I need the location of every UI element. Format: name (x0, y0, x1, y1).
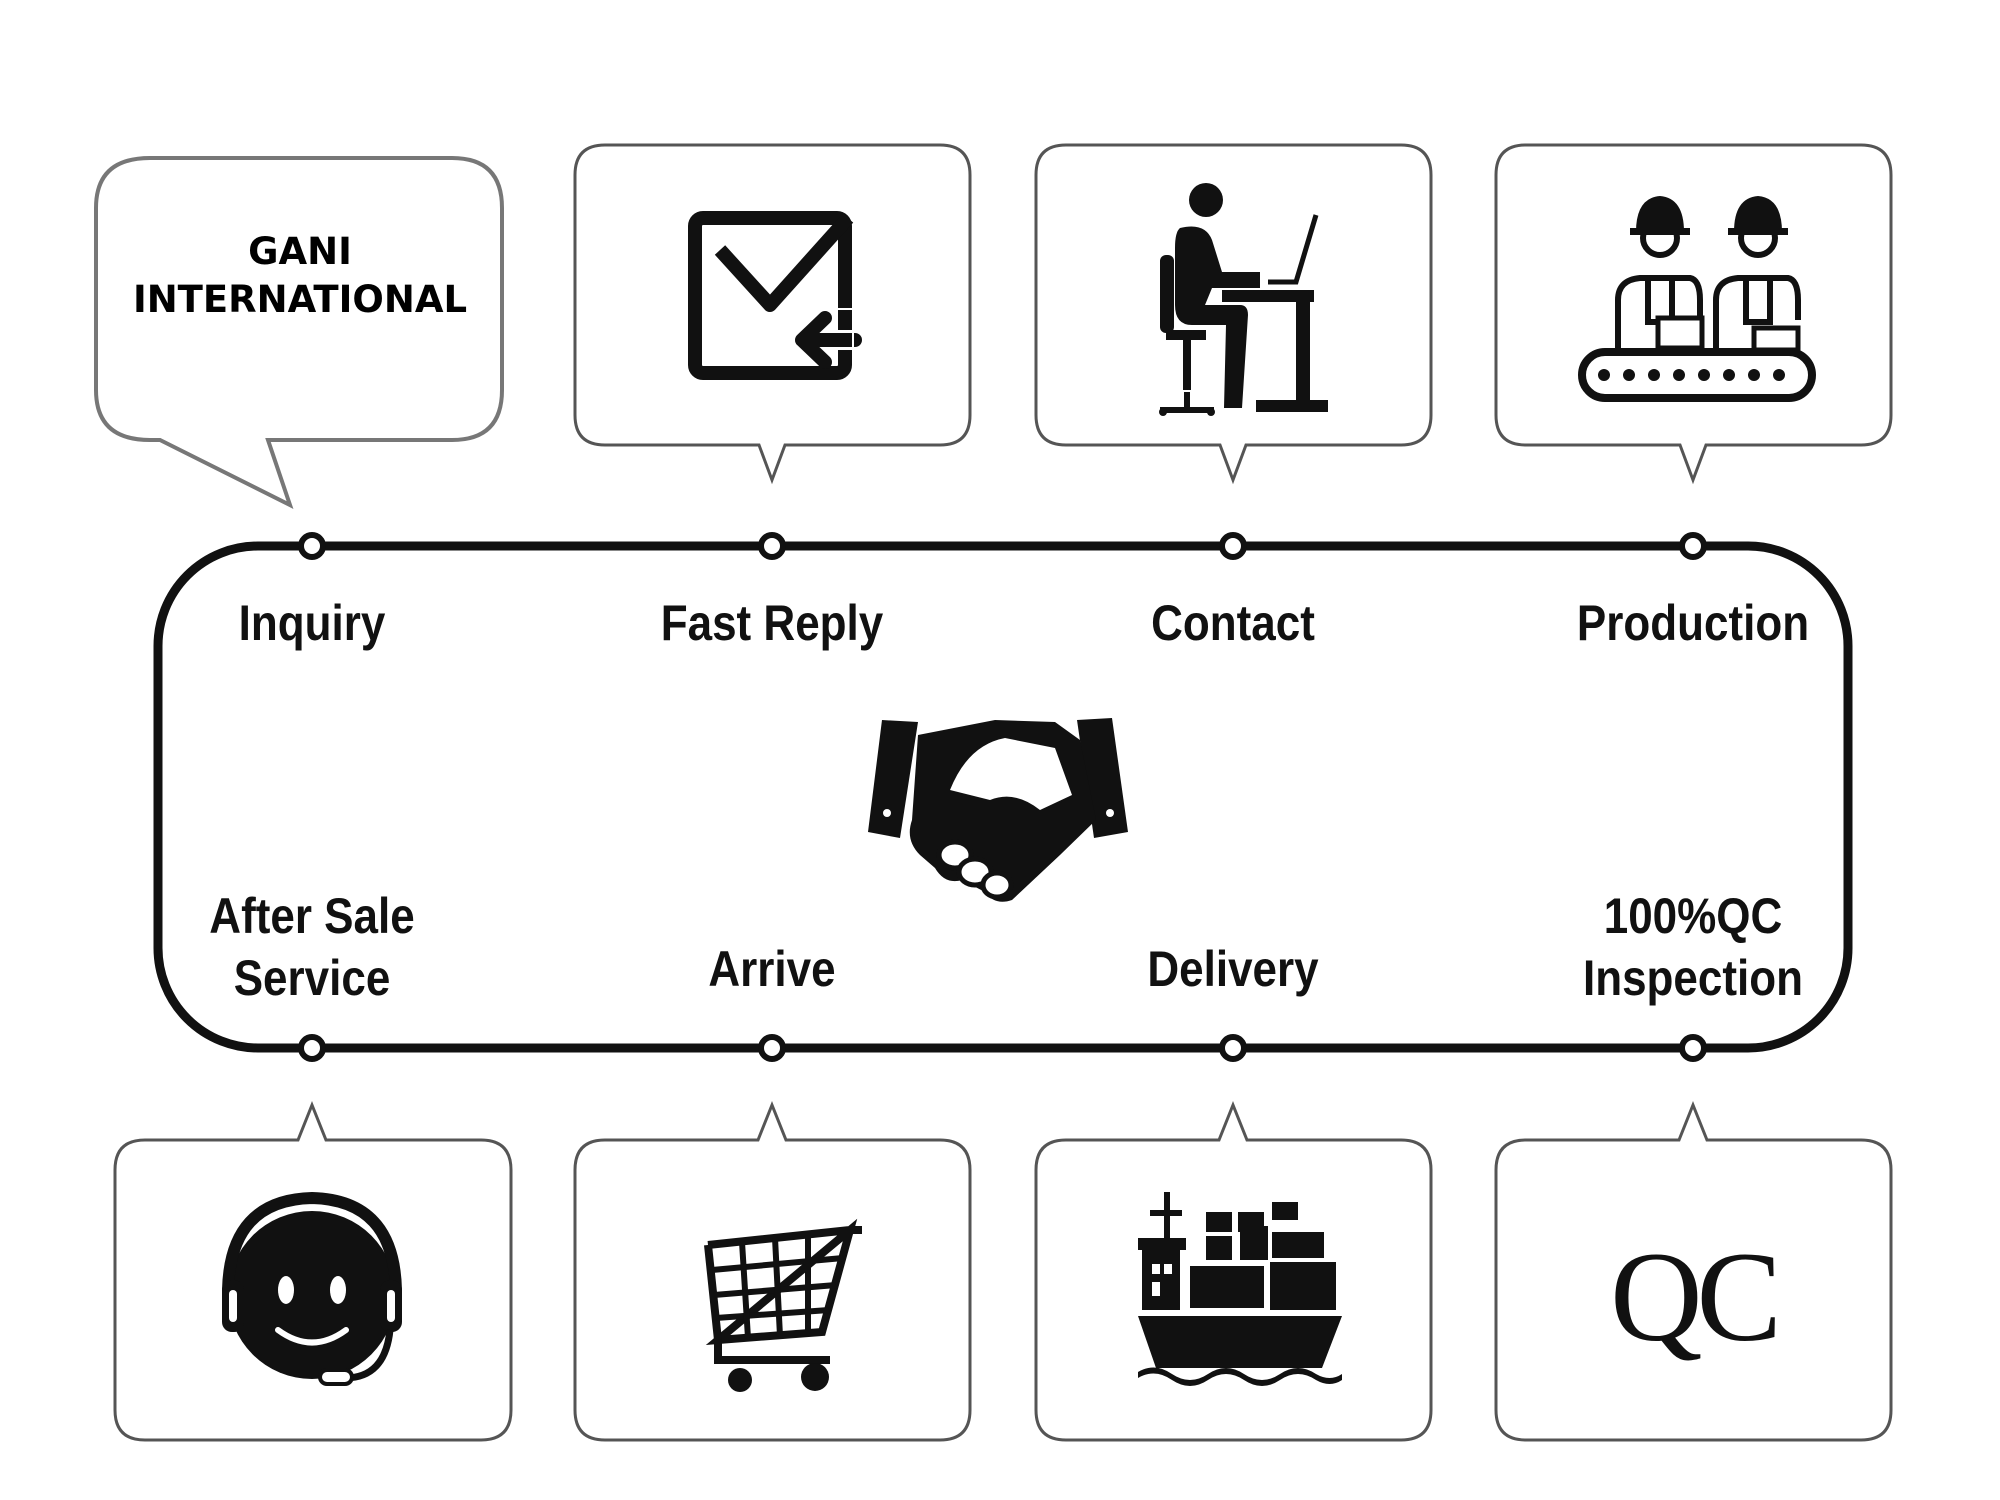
factory-workers-icon (1578, 196, 1816, 402)
brand-bubble (94, 156, 504, 509)
step-label-fast-reply: Fast Reply (660, 595, 884, 651)
node-after-sale (298, 1034, 326, 1062)
step-label-production: Production (1576, 595, 1810, 651)
node-production (1679, 532, 1707, 560)
callout-box-fast-reply (573, 143, 972, 485)
step-label-inquiry: Inquiry (238, 595, 386, 651)
track-nodes (298, 532, 1707, 1062)
node-fast-reply (758, 532, 786, 560)
node-inquiry (298, 532, 326, 560)
cargo-ship-icon (1138, 1192, 1342, 1386)
shopping-cart-icon (704, 1218, 862, 1392)
step-label-qc-inspection: 100%QC Inspection (1582, 888, 1804, 1006)
handshake-icon (868, 718, 1128, 902)
callout-box-production (1494, 143, 1893, 485)
support-headset-icon (222, 1191, 402, 1386)
person-at-desk-icon (1159, 183, 1328, 416)
node-arrive (758, 1034, 786, 1062)
brand-name: GANI INTERNATIONAL (132, 230, 468, 321)
step-label-after-sale: After Sale Service (209, 888, 415, 1006)
qc-icon: QC (1610, 1226, 1776, 1368)
step-label-delivery: Delivery (1147, 941, 1319, 997)
step-label-arrive: Arrive (708, 941, 836, 997)
node-delivery (1219, 1034, 1247, 1062)
callout-box-arrive (573, 1100, 972, 1442)
step-label-contact: Contact (1151, 595, 1315, 651)
node-qc (1679, 1034, 1707, 1062)
callout-box-qc (1494, 1100, 1893, 1442)
mail-reply-icon (688, 211, 862, 380)
process-track (153, 541, 1853, 1053)
node-contact (1219, 532, 1247, 560)
